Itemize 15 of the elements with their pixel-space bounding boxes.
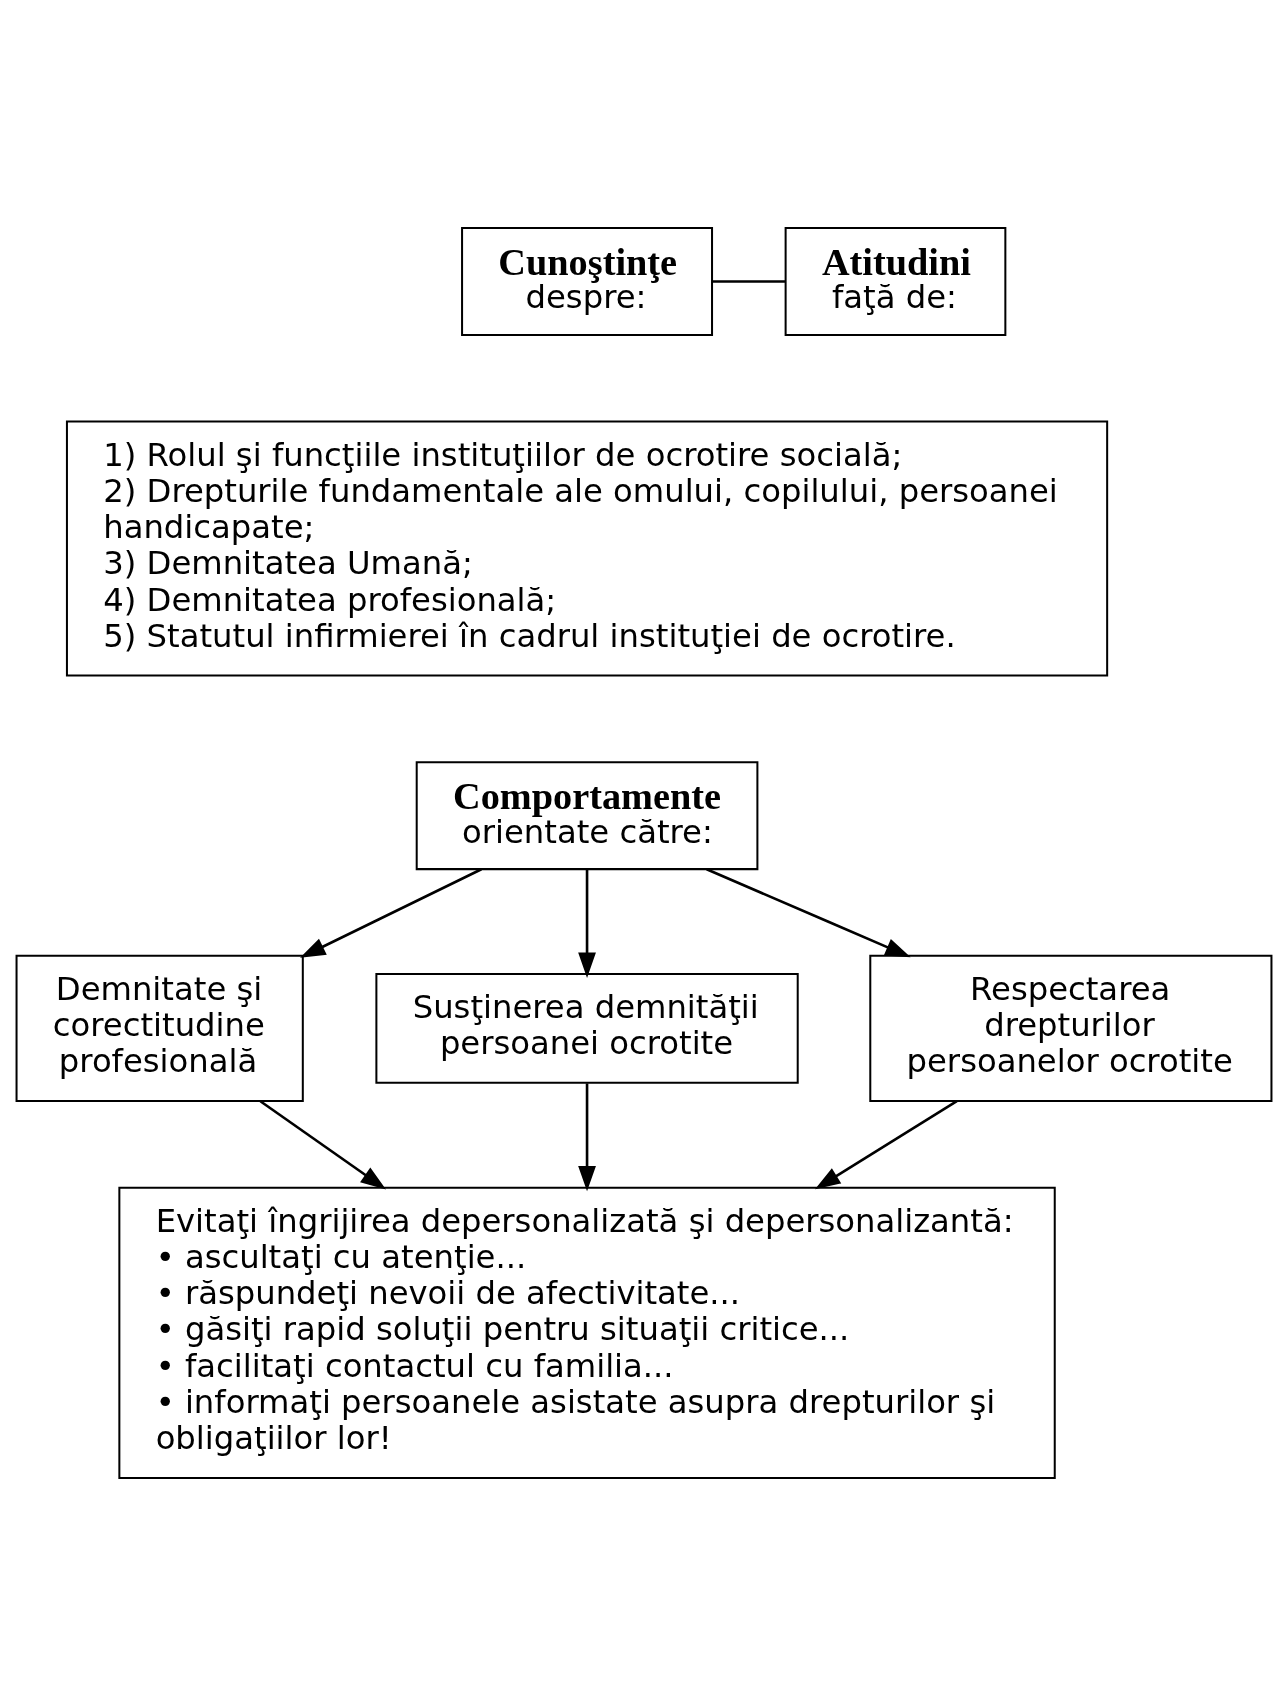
node-box: Demnitate şi corectitudine profesională xyxy=(15,954,304,1102)
node-box: Comportamente orientate către: xyxy=(415,760,759,870)
arrow xyxy=(578,1082,596,1191)
node-box: Respectarea drepturilor persoanelor ocrotite xyxy=(869,954,1273,1102)
node-box: 1) Rolul şi funcţiile instituţiilor de ocrotire socială; 2) Drepturile fundamentale ale omului, copilului, persoanei handicapate; 3) Demnitatea Umană; 4) Demnitatea profesională; 5) Statutul infirmierei în cadrul instituţiei de ocrotire. xyxy=(65,420,1109,677)
node-box: Cunoştinţe despre: xyxy=(461,226,714,336)
node-box: Atitudini faţă de: xyxy=(784,226,1007,336)
arrow xyxy=(578,868,596,978)
arrow xyxy=(259,1099,386,1189)
node-box: Evitaţi îngrijirea depersonalizată şi depersonalizantă: • ascultaţi cu atenţie... • răspundeţi nevoii de afectivitate... • găsiţi rapid soluţii pentru situaţii critice... • facilitaţi contactul cu familia... • informaţi persoanele asistate asupra drepturilor şi obligaţiilor lor! xyxy=(118,1186,1056,1479)
arrow xyxy=(300,867,482,958)
connector xyxy=(712,279,786,283)
arrow xyxy=(706,867,911,957)
node-box: Susţinerea demnităţii persoanei ocrotite xyxy=(375,972,799,1084)
arrow xyxy=(814,1099,958,1189)
